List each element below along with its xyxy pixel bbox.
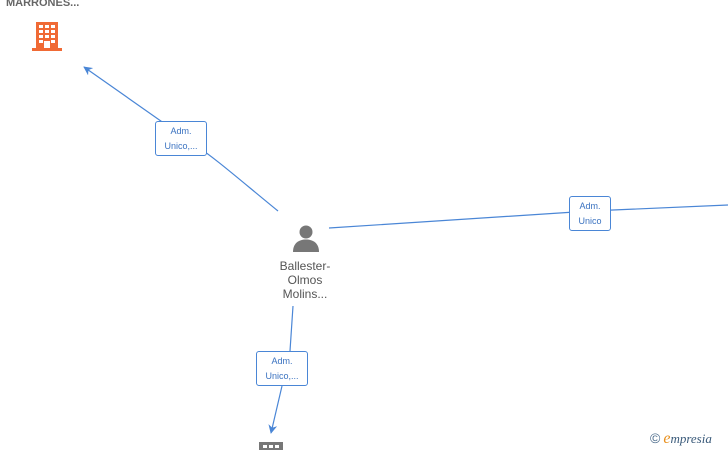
edge-label-line: Adm. — [271, 356, 293, 366]
edge-label-line: Unico,... — [265, 371, 299, 381]
building-icon[interactable] — [259, 442, 283, 450]
person-name-label[interactable]: Ballester- Olmos Molins... — [262, 259, 348, 301]
edge-label-line: Adm. — [170, 126, 192, 136]
edge-label-line: Unico,... — [164, 141, 198, 151]
person-name-line: Ballester- — [279, 259, 331, 273]
person-name-line: Olmos — [287, 273, 323, 287]
brand-logo-letter: e — [663, 430, 671, 447]
company-name-label[interactable]: MARRONES... — [6, 0, 80, 9]
edge-label-role[interactable]: Adm. Unico — [569, 196, 611, 231]
building-icon[interactable] — [32, 21, 62, 51]
brand-name: mpresia — [670, 431, 712, 446]
person-icon[interactable] — [293, 225, 319, 253]
edge-line-e2[interactable] — [328, 204, 728, 229]
copyright-symbol: © — [650, 430, 661, 446]
edge-line-e3[interactable] — [271, 305, 294, 433]
person-name-line: Molins... — [282, 287, 328, 301]
edge-label-role[interactable]: Adm. Unico,... — [256, 351, 308, 386]
edge-label-line: Adm. — [579, 201, 601, 211]
brand-watermark: ©empresia — [650, 430, 712, 448]
edge-label-role[interactable]: Adm. Unico,... — [155, 121, 207, 156]
edge-label-line: Unico — [578, 216, 602, 226]
